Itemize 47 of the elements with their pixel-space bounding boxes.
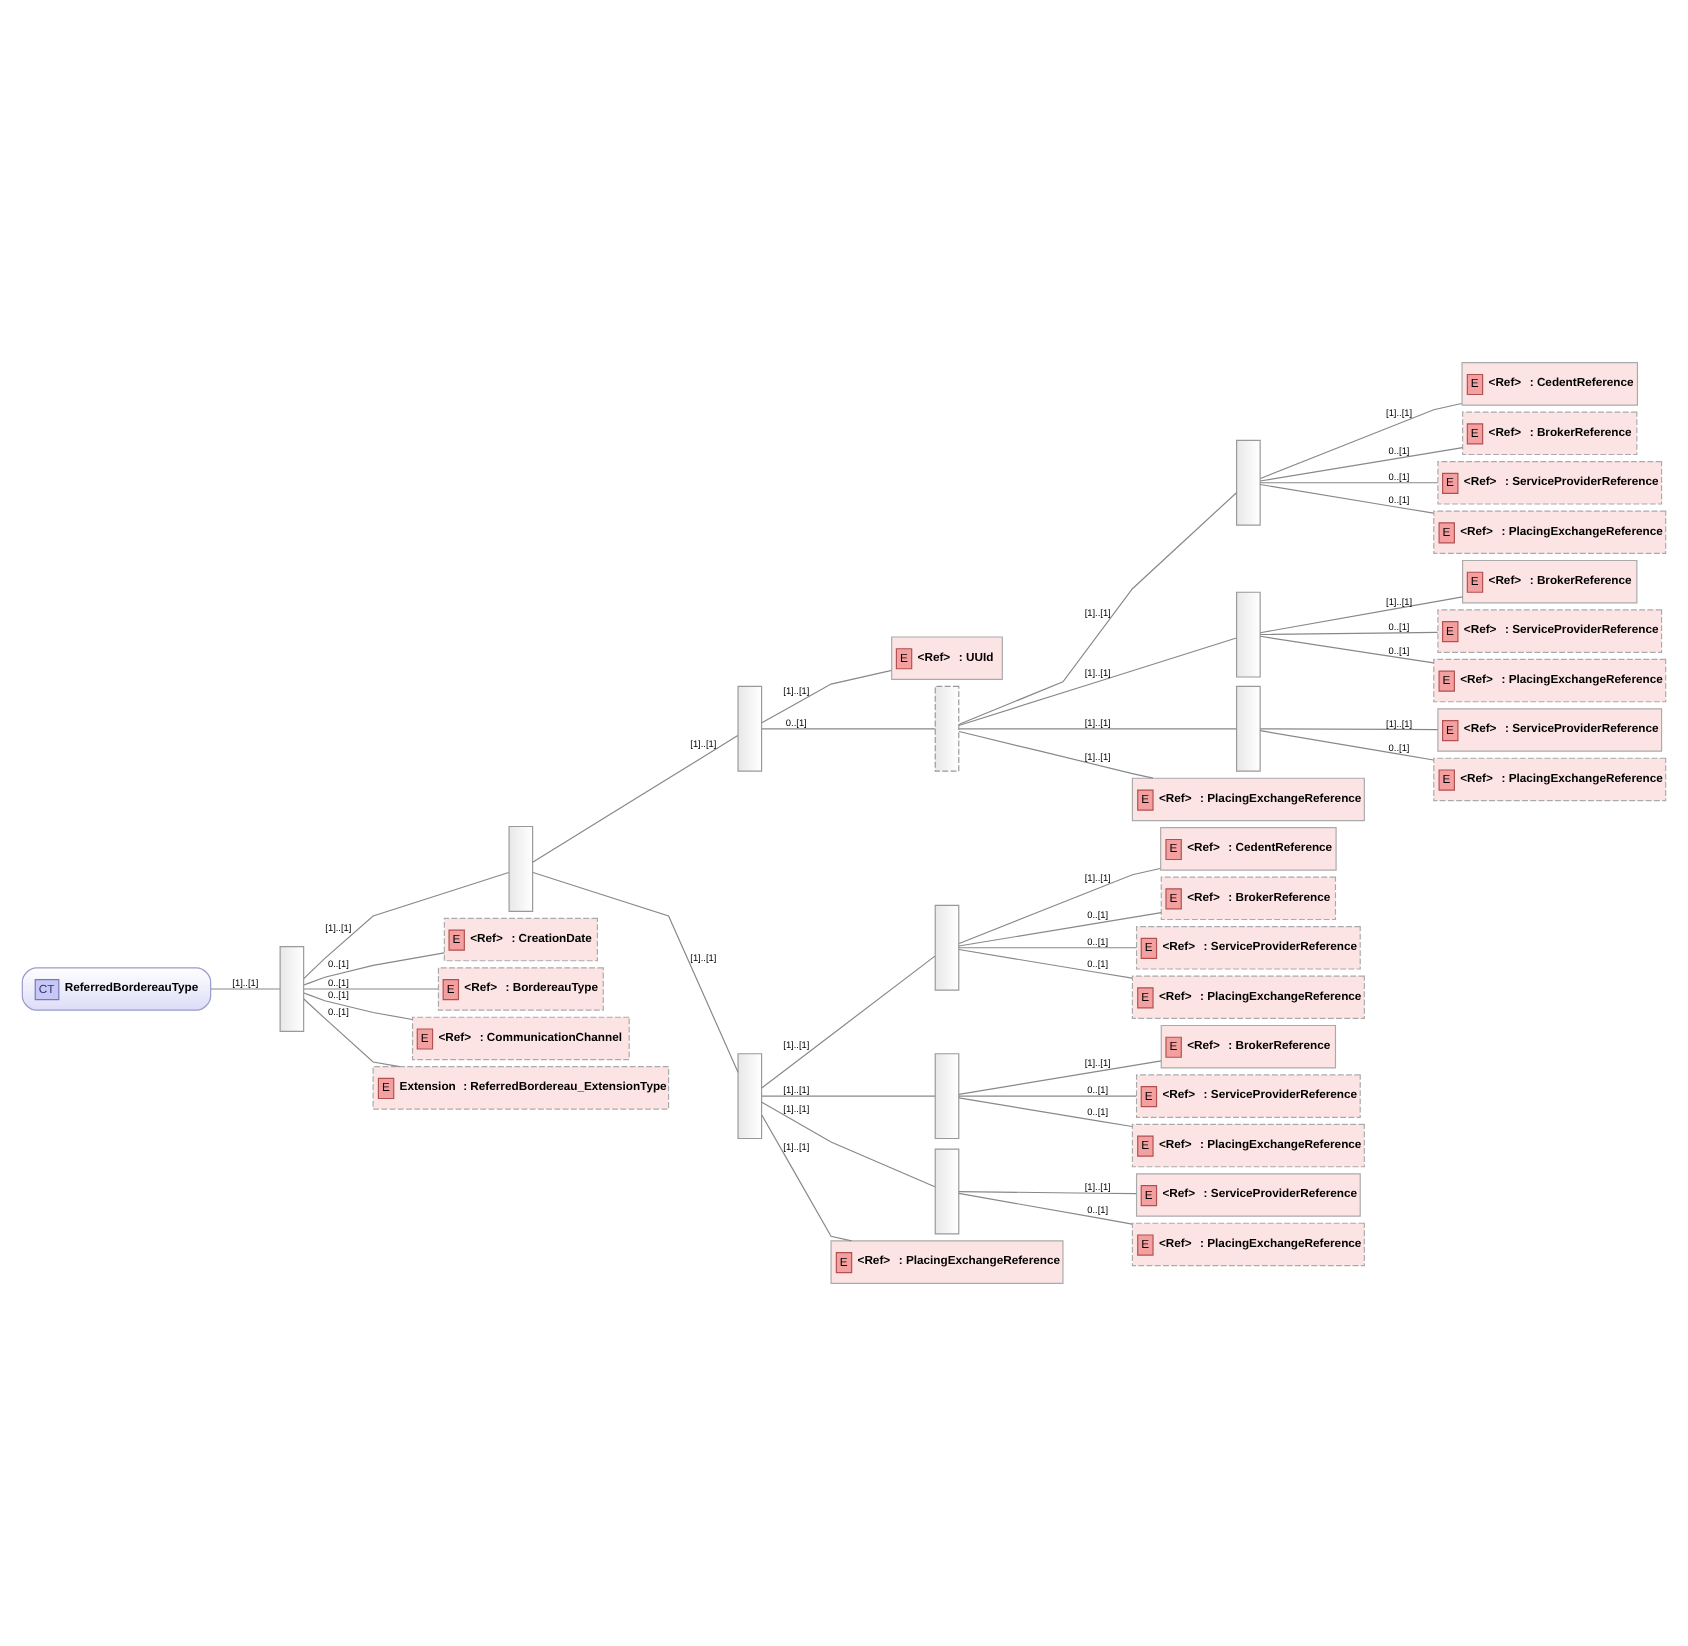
node-bar [279,946,305,1032]
connector [532,871,739,1073]
connector [210,988,281,990]
connector [303,952,445,986]
node-bar [1236,685,1261,772]
connector [761,1114,853,1242]
connector [958,948,1133,979]
connector [1259,446,1464,482]
node-bar [508,825,534,912]
connector [761,1095,936,1097]
connector [1259,402,1463,480]
connector [1259,596,1464,634]
node-bar [934,904,960,991]
connector [532,734,739,863]
connector [958,867,1161,945]
node-bar [934,685,960,772]
connector [958,947,1137,949]
connector [958,1191,1137,1195]
connector [303,992,413,1021]
connector [958,1095,1137,1097]
connector [761,728,936,730]
connector [761,1101,936,1188]
connector [958,728,1237,730]
node-bar [934,1053,960,1140]
connector [303,998,401,1068]
connector [958,1097,1133,1128]
connector [1259,631,1439,636]
node-bar [1236,591,1261,678]
connector [303,871,510,980]
connector [958,730,1154,779]
connector [958,1060,1162,1095]
connector [1259,728,1439,731]
connector [958,492,1237,725]
connector [958,637,1237,727]
connector [1259,730,1435,761]
connector [303,988,439,990]
node-bar [737,685,763,772]
connector [1259,482,1439,484]
connector [1259,483,1435,514]
connector [958,1192,1133,1225]
connector [1259,635,1435,664]
node-bar [934,1148,960,1235]
connector [761,955,936,1089]
connector [958,911,1162,947]
node-bar [737,1053,763,1140]
node-bar [1236,439,1261,526]
connector [761,669,893,724]
